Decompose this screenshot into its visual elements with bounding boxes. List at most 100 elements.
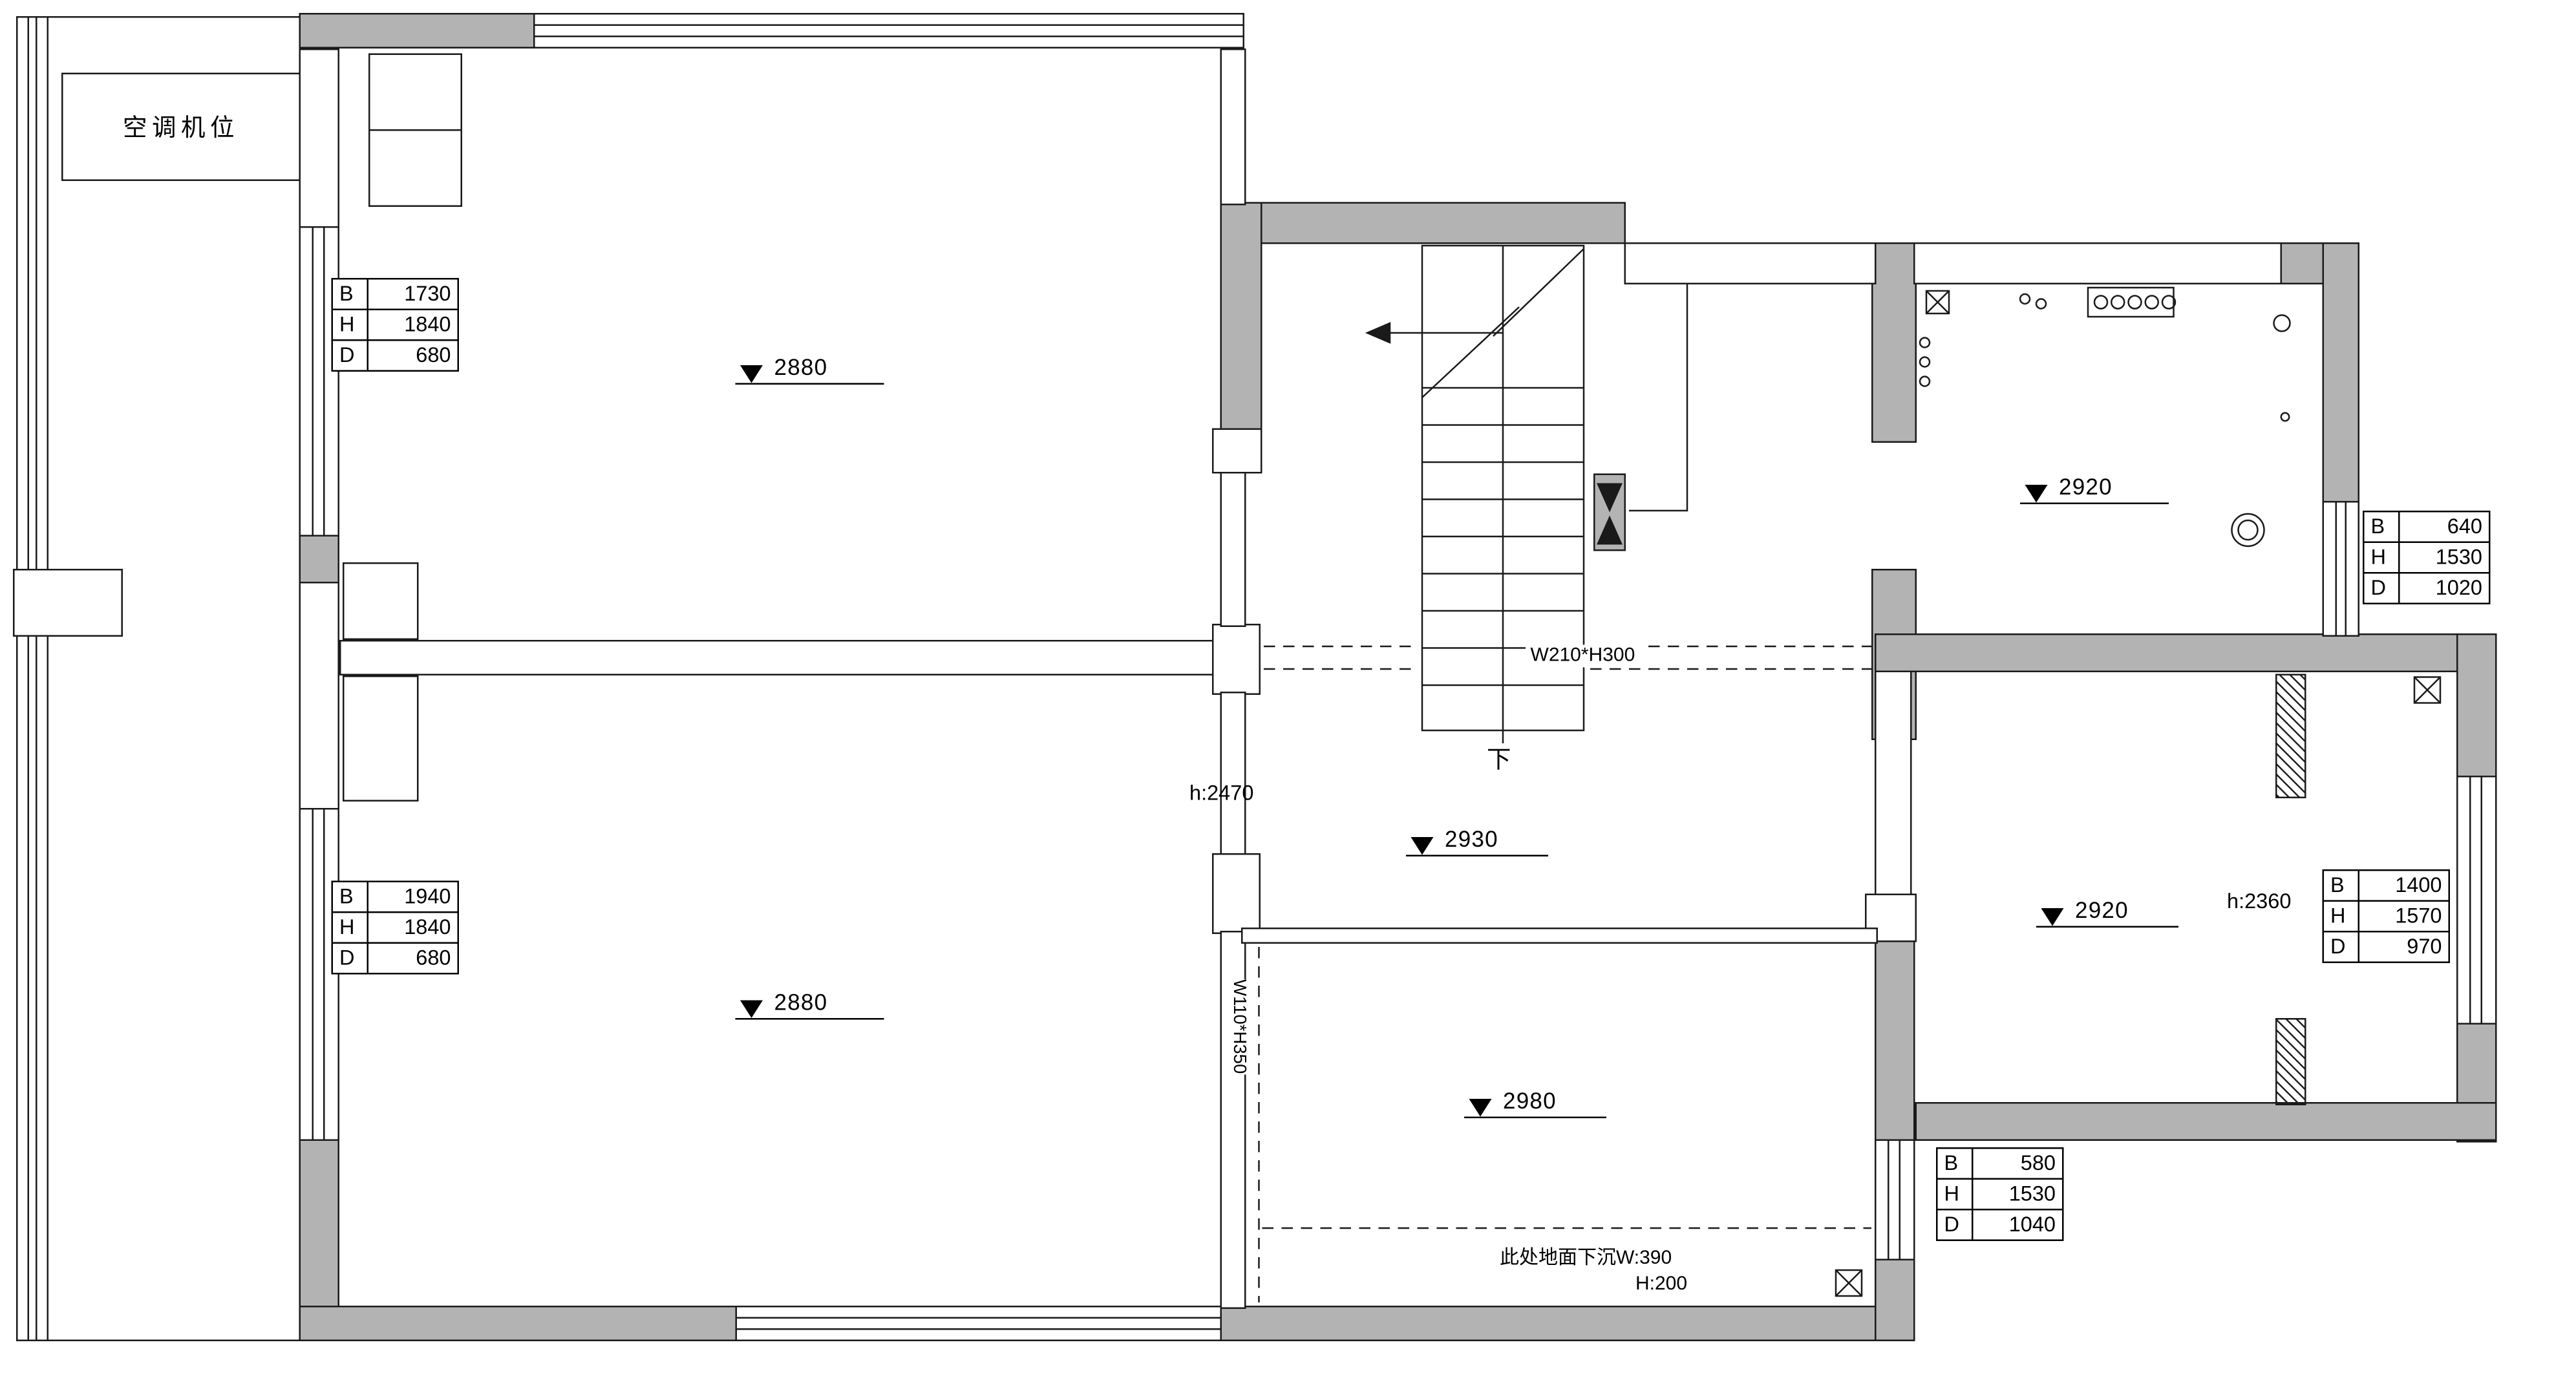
knob-icon bbox=[1919, 337, 1931, 348]
window bbox=[1875, 1139, 1915, 1260]
wardrobe bbox=[368, 53, 462, 131]
closet bbox=[343, 562, 419, 640]
dim-value: 640 bbox=[2398, 511, 2491, 543]
dim-label: B bbox=[2363, 511, 2400, 543]
dim-label: H bbox=[331, 911, 368, 944]
dim-label: D bbox=[331, 942, 368, 975]
level-marker: 2930 bbox=[1406, 811, 1548, 856]
valve-icon bbox=[1597, 483, 1623, 545]
wall bbox=[299, 13, 535, 48]
dim-label: B bbox=[331, 278, 368, 310]
level-value: 2920 bbox=[2075, 897, 2129, 923]
dim-value: 1400 bbox=[2358, 869, 2450, 902]
wall bbox=[1871, 242, 1917, 443]
dim-value: 580 bbox=[1972, 1147, 2064, 1180]
wall bbox=[1220, 692, 1246, 856]
level-marker: 2880 bbox=[735, 975, 884, 1020]
hob-icon bbox=[2087, 286, 2175, 318]
kitchen-fixtures bbox=[1919, 286, 2291, 547]
level-triangle-icon bbox=[1469, 1099, 1492, 1117]
wall bbox=[1241, 928, 1878, 944]
level-value: 2880 bbox=[774, 354, 828, 380]
duct-hatch bbox=[2275, 674, 2306, 798]
wall-notch bbox=[13, 569, 123, 637]
wall bbox=[1875, 939, 1915, 1143]
sink-icon bbox=[2237, 519, 2259, 541]
window bbox=[735, 1306, 1222, 1341]
level-value: 2920 bbox=[2059, 473, 2113, 500]
wall bbox=[299, 48, 339, 229]
closet bbox=[343, 675, 419, 801]
window bbox=[2456, 776, 2497, 1024]
outlet-icon bbox=[2273, 314, 2291, 332]
window bbox=[299, 808, 339, 1141]
knob-icon bbox=[1919, 356, 1931, 368]
dim-label: B bbox=[331, 880, 368, 913]
dim-label: H bbox=[331, 308, 368, 341]
corridor-height-label: h:2470 bbox=[1189, 780, 1254, 805]
wall bbox=[2322, 242, 2359, 504]
level-triangle-icon bbox=[2041, 908, 2064, 926]
wall bbox=[2456, 633, 2497, 779]
dim-label: D bbox=[2322, 931, 2359, 963]
dim-value: 680 bbox=[367, 339, 459, 372]
sink-icon bbox=[2231, 513, 2265, 547]
stair-down-label: 下 bbox=[1487, 747, 1511, 774]
level-value: 2980 bbox=[1503, 1087, 1557, 1114]
dim-value: 1020 bbox=[2398, 572, 2491, 604]
level-value: 2880 bbox=[774, 989, 828, 1015]
wall bbox=[299, 1306, 737, 1341]
duct-hatch bbox=[2275, 1018, 2306, 1105]
dim-value: 1840 bbox=[367, 308, 459, 341]
level-triangle-icon bbox=[740, 365, 763, 383]
level-marker: 2920 bbox=[2036, 882, 2178, 928]
wardrobe bbox=[368, 129, 462, 207]
dim-value: 1530 bbox=[1972, 1178, 2064, 1211]
dim-value: 1940 bbox=[367, 880, 459, 913]
dim-value: 1570 bbox=[2358, 900, 2450, 933]
sunken-floor-note: 此处地面下沉W:390 bbox=[1500, 1246, 1672, 1269]
beam-dashed-lines bbox=[1258, 645, 1871, 1302]
window bbox=[2322, 501, 2359, 637]
dim-value: 970 bbox=[2358, 931, 2450, 963]
wall-column bbox=[1212, 853, 1261, 934]
level-marker: 2880 bbox=[735, 339, 884, 385]
dim-label: B bbox=[1936, 1147, 1974, 1180]
wall bbox=[299, 1139, 339, 1309]
dim-value: 1530 bbox=[2398, 541, 2491, 574]
pipe-line bbox=[1629, 284, 1688, 512]
beam-size-label: W110*H350 bbox=[1228, 979, 1249, 1074]
wall bbox=[1913, 242, 2282, 284]
wall bbox=[339, 640, 1222, 675]
level-triangle-icon bbox=[740, 1000, 763, 1018]
window bbox=[16, 16, 48, 1341]
level-marker: 2920 bbox=[2020, 459, 2169, 504]
wall-column bbox=[1212, 428, 1262, 474]
right-room-height-label: h:2360 bbox=[2227, 889, 2292, 913]
dim-label: B bbox=[2322, 869, 2359, 902]
dim-value: 1040 bbox=[1972, 1209, 2064, 1241]
dim-label: H bbox=[2363, 541, 2400, 574]
dim-value: 1730 bbox=[367, 278, 459, 310]
dim-value: 1840 bbox=[367, 911, 459, 944]
dim-label: D bbox=[331, 339, 368, 372]
wall bbox=[1220, 48, 1246, 206]
dim-value: 680 bbox=[367, 942, 459, 975]
wall bbox=[1915, 1102, 2497, 1141]
level-value: 2930 bbox=[1445, 825, 1498, 852]
dim-label: D bbox=[1936, 1209, 1974, 1241]
faucet-icon bbox=[2019, 293, 2031, 305]
level-triangle-icon bbox=[2025, 485, 2048, 503]
wall bbox=[299, 533, 339, 585]
dim-label: H bbox=[2322, 900, 2359, 933]
knob-icon bbox=[1919, 376, 1931, 387]
wall bbox=[1875, 633, 2460, 672]
sunken-floor-note: H:200 bbox=[1635, 1271, 1688, 1295]
